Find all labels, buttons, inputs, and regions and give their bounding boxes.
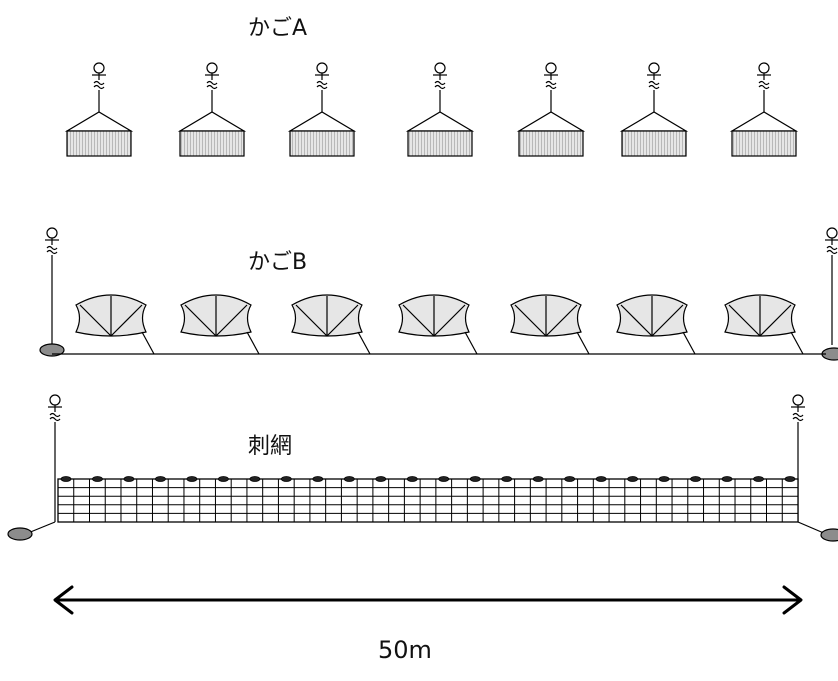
- collapsible-trap-icon: [75, 294, 155, 355]
- buoy-icon: [45, 227, 59, 255]
- net-float-icon: [155, 476, 166, 482]
- box-trap-icon: [405, 90, 475, 157]
- net-float-icon: [343, 476, 355, 482]
- collapsible-trap-icon: [180, 294, 260, 355]
- box-trap-icon: [64, 90, 134, 157]
- net-float-icon: [92, 476, 103, 482]
- buoy-icon: [825, 227, 838, 255]
- trap-b-label: かごB: [248, 250, 308, 275]
- net-float-icon: [532, 476, 544, 482]
- collapsible-trap-icon: [724, 294, 804, 355]
- buoy-icon: [48, 394, 62, 422]
- distance-label: 50m: [378, 636, 432, 664]
- net-float-icon: [564, 476, 576, 482]
- buoy-icon: [544, 62, 558, 90]
- net-float-icon: [217, 476, 229, 482]
- net-float-icon: [438, 476, 450, 482]
- collapsible-trap-icon: [291, 294, 371, 355]
- collapsible-trap-icon: [398, 294, 478, 355]
- collapsible-trap-icon: [510, 294, 590, 355]
- double-arrow-icon: [53, 585, 803, 615]
- anchor-weight-icon: [39, 343, 65, 357]
- buoy-icon: [757, 62, 771, 90]
- box-trap-icon: [287, 90, 357, 157]
- net-float-icon: [186, 476, 198, 482]
- box-trap-icon: [619, 90, 689, 157]
- net-float-icon: [784, 476, 796, 482]
- box-trap-icon: [177, 90, 247, 157]
- net-float-icon: [312, 476, 324, 482]
- box-trap-icon: [729, 90, 799, 157]
- net-float-icon: [658, 476, 670, 482]
- buoy-icon: [433, 62, 447, 90]
- net-float-icon: [280, 476, 292, 482]
- gill-net-label: 刺網: [248, 434, 293, 459]
- net-float-icon: [249, 476, 261, 482]
- gill-net: [57, 478, 799, 523]
- net-float-icon: [753, 476, 764, 482]
- net-float-icon: [690, 476, 701, 482]
- box-trap-icon: [516, 90, 586, 157]
- net-float-icon: [469, 476, 481, 482]
- anchor-weight-icon: [820, 528, 838, 542]
- buoy-icon: [647, 62, 661, 90]
- net-float-icon: [123, 476, 135, 482]
- buoy-icon: [791, 394, 805, 422]
- net-float-icon: [627, 476, 639, 482]
- buoy-icon: [315, 62, 329, 90]
- net-float-icon: [60, 476, 72, 482]
- net-float-icon: [721, 476, 733, 482]
- buoy-icon: [205, 62, 219, 90]
- net-float-icon: [406, 476, 418, 482]
- trap-a-label: かごA: [248, 16, 308, 41]
- anchor-weight-icon: [7, 527, 33, 541]
- collapsible-trap-icon: [616, 294, 696, 355]
- buoy-icon: [92, 62, 106, 90]
- net-float-icon: [375, 476, 387, 482]
- net-float-icon: [595, 476, 607, 482]
- net-float-icon: [501, 476, 513, 482]
